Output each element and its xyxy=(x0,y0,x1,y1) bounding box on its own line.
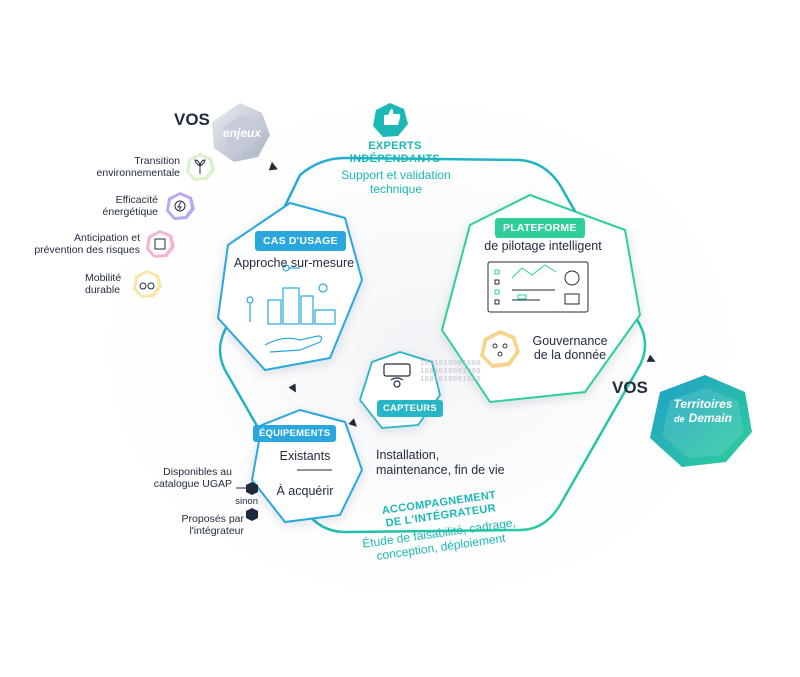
plant-icon xyxy=(194,159,206,174)
bike-wheel-left-icon xyxy=(139,282,147,290)
smart-city-illustration xyxy=(246,264,336,353)
arrow-icon-enjeux xyxy=(268,161,278,171)
catalogue-disponibles: Disponibles au catalogue UGAP xyxy=(153,466,232,490)
proposes-bullet-icon xyxy=(246,508,258,521)
vos-right-label: VOS xyxy=(612,378,648,397)
enjeux-item-anticipation: Anticipation et prévention des risques xyxy=(34,232,140,256)
binary-line-1: 1001010001000 xyxy=(420,360,482,368)
bike-wheel-right-icon xyxy=(147,282,155,290)
catalogue-sinon: sinon xyxy=(235,496,258,507)
energy-icon-inner xyxy=(169,195,191,217)
enjeux-label: enjeux xyxy=(222,126,261,140)
plateforme-chip: PLATEFORME xyxy=(495,218,585,238)
sensor-icon xyxy=(383,363,411,388)
enjeux-item-transition: Transition environnementale xyxy=(96,155,180,179)
brand-hexagon xyxy=(650,375,752,467)
enjeux-item-icons xyxy=(133,153,215,298)
brand-line-2: de xyxy=(674,414,685,424)
equipements-existants: Existants xyxy=(279,449,331,463)
equipements-chip: ÉQUIPEMENTS xyxy=(253,425,337,442)
bike-icon-inner xyxy=(136,273,158,295)
capteurs-chip: CAPTEURS xyxy=(377,400,443,417)
binary-stream: 1001010001000 1001010001000 100101000100… xyxy=(420,360,510,384)
cas-usage-chip: CAS D'USAGE xyxy=(255,231,346,251)
process-ring xyxy=(218,156,647,534)
gouvernance-text: Gouvernance de la donnée xyxy=(532,334,608,362)
arrow-icon-cas-usage xyxy=(288,383,296,393)
thumbs-up-icon xyxy=(384,109,401,125)
people-icon xyxy=(492,343,508,357)
experts-title: EXPERTS INDÉPENDANTS xyxy=(349,140,441,165)
installation-text: Installation, maintenance, fin de vie xyxy=(376,448,505,477)
risk-icon xyxy=(154,238,166,250)
catalogue-bullet-icon xyxy=(246,482,258,495)
plateforme-text: de pilotage intelligent xyxy=(484,239,602,253)
experts-subtitle: Support et validation technique xyxy=(341,168,451,196)
arrow-icon-capteurs xyxy=(348,418,357,427)
binary-line-3: 1001010001000 xyxy=(420,376,482,384)
brand-inner-hexagon xyxy=(662,388,744,458)
enjeux-item-efficacite: Efficacité énergétique xyxy=(102,194,158,218)
brand-line-1: Territoires xyxy=(673,397,733,411)
brand-line-3: Demain xyxy=(688,411,732,425)
energy-icon xyxy=(174,200,186,212)
gouvernance-inner-hexagon xyxy=(484,334,516,364)
enjeux-inner-hexagon xyxy=(224,115,258,151)
bolt-icon xyxy=(177,201,182,211)
equipements-acquerir: À acquérir xyxy=(276,484,334,498)
background-glow xyxy=(40,50,800,650)
arrow-icon-plateforme xyxy=(646,354,656,362)
enjeux-item-mobilite: Mobilité durable xyxy=(85,272,122,296)
cas-usage-text: Approche sur-mesure xyxy=(233,256,355,270)
vos-left-label: VOS xyxy=(174,110,210,129)
catalogue-proposes: Proposés par l'intégrateur xyxy=(181,513,244,537)
binary-line-2: 1001010001000 xyxy=(420,368,482,376)
dashboard-illustration xyxy=(487,261,589,313)
